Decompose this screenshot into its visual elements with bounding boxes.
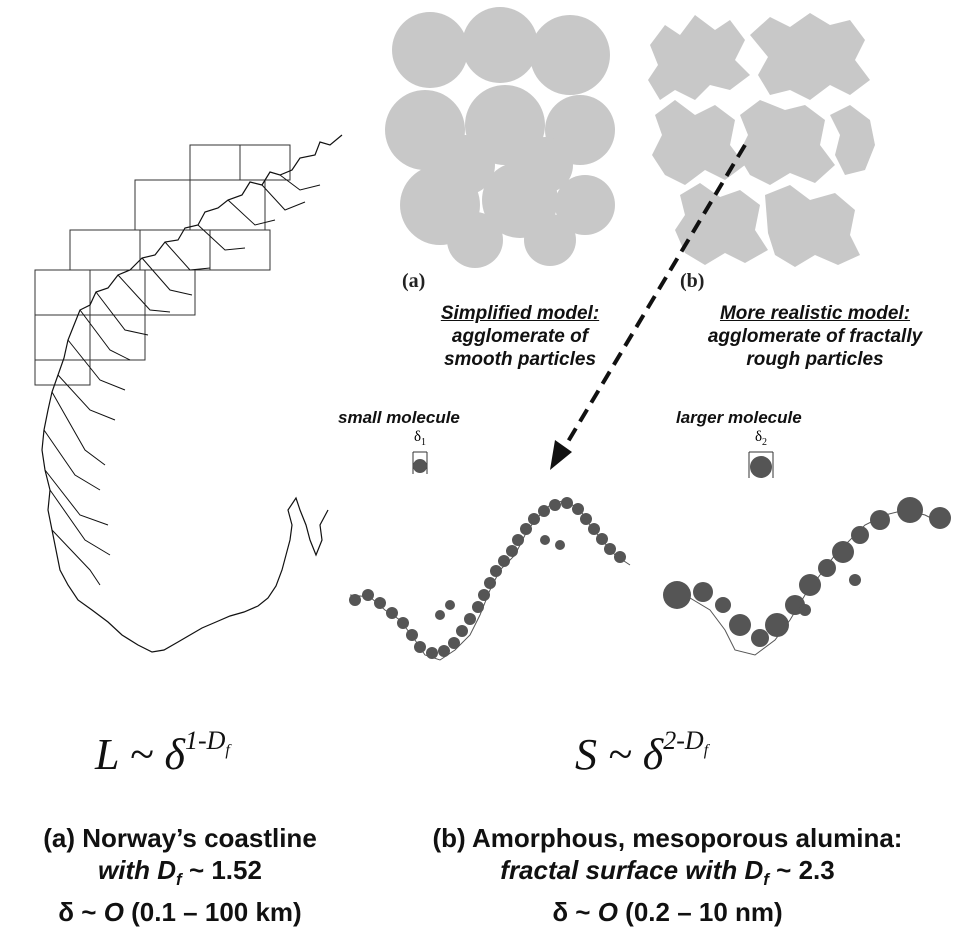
rough-particle (765, 185, 860, 267)
model-b-description: More realistic model: agglomerate of fra… (680, 302, 950, 371)
smooth-particles-svg (385, 7, 615, 268)
fjord-2 (95, 241, 211, 336)
arrow-head-icon (550, 440, 572, 470)
grid-block-5 (69, 229, 271, 271)
grid-block-13 (34, 359, 91, 386)
grid-block-8 (34, 269, 196, 316)
caption-right-line2: fractal surface with Df ~ 2.3 (500, 855, 835, 890)
box-count-grid (34, 144, 291, 386)
probe-small-symbol: δ1 (413, 429, 427, 449)
grid-block-6 (69, 229, 141, 271)
grid-block-2 (189, 144, 241, 181)
formula-right: S ~ δ2-Df (575, 726, 709, 779)
particle (462, 7, 538, 83)
probe-large-symbol: δ2 (754, 429, 768, 449)
rough-particle (648, 15, 750, 100)
caption-left-line3: δ ~ O (0.1 – 100 km) (58, 897, 302, 928)
model-a-description: Simplified model: agglomerate of smooth … (400, 302, 640, 371)
particle (447, 212, 503, 268)
rough-particles-svg (648, 13, 875, 267)
model-a-line1: agglomerate of (451, 326, 589, 347)
model-b-title: More realistic model: (719, 303, 911, 324)
rough-particle (750, 13, 870, 100)
model-b-line2: rough particles (746, 349, 884, 370)
particle (524, 214, 576, 266)
rough-particle (675, 183, 768, 265)
fjord-3 (51, 309, 131, 466)
probe-large-label: larger molecule (676, 408, 802, 427)
small-molecule-icon (412, 451, 428, 474)
particle (392, 12, 468, 88)
large-molecule-icon (748, 451, 774, 478)
smooth-particles-model (385, 5, 615, 270)
caption-right: (b) Amorphous, mesoporous alumina: fract… (380, 822, 955, 928)
model-a-line2: smooth particles (443, 349, 597, 370)
model-a-title: Simplified model: (440, 303, 600, 324)
probe-small-label: small molecule (338, 408, 460, 427)
panel-b-label: (b) (680, 270, 705, 292)
rough-particles-model (640, 5, 880, 270)
coastline-svg (34, 134, 343, 653)
dashed-arrow (540, 140, 760, 480)
panel-a-label: (a) (402, 270, 426, 292)
grid-block-4 (134, 179, 191, 231)
caption-left: (a) Norway’s coastline with Df ~ 1.52 δ … (5, 822, 355, 928)
model-b-line1: agglomerate of fractally (707, 326, 923, 347)
grid-block-12 (34, 314, 91, 361)
rough-particle (652, 100, 745, 185)
rough-particle (830, 105, 875, 175)
small-adsorption-svg (349, 497, 631, 661)
formula-left: L ~ δ1-Df (95, 726, 230, 779)
probe-large-molecule: δ2 (745, 430, 777, 480)
particle (435, 135, 495, 195)
large-adsorption-svg (663, 497, 951, 656)
fjord-4 (43, 429, 111, 586)
norway-coastline-figure (30, 130, 360, 670)
caption-right-line1: (b) Amorphous, mesoporous alumina: (432, 823, 903, 853)
caption-right-line3: δ ~ O (0.2 – 10 nm) (552, 897, 783, 928)
caption-left-line2: with Df ~ 1.52 (98, 855, 262, 890)
fjord-1 (197, 174, 321, 251)
particle (517, 137, 573, 193)
particle (530, 15, 610, 95)
caption-left-line1: (a) Norway’s coastline (43, 823, 317, 853)
grid-block-9 (34, 269, 91, 316)
particle (555, 175, 615, 235)
arrow-svg (550, 143, 747, 470)
coastline-path (41, 134, 343, 653)
rough-surface-outline (664, 509, 946, 656)
small-molecule-adsorption (340, 485, 640, 670)
rough-particle (738, 100, 835, 185)
large-molecule-adsorption (655, 480, 955, 665)
probe-small-molecule: δ1 (405, 430, 435, 476)
